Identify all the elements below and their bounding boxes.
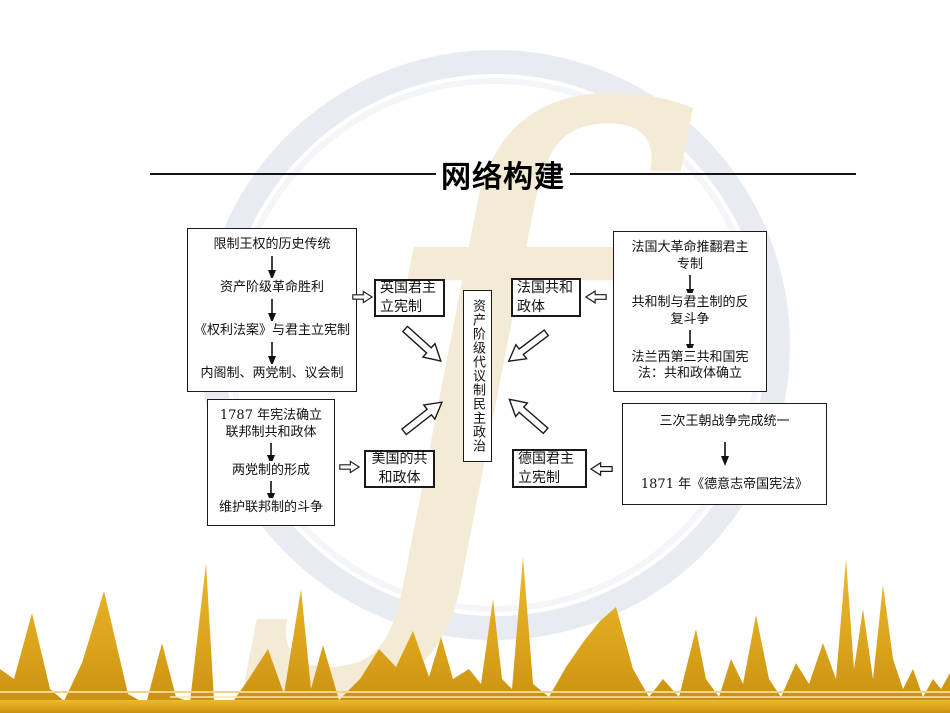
- gold-mountains-decoration: [0, 557, 950, 713]
- title-rule-right: [570, 172, 856, 176]
- down-arrow-icon: [268, 341, 276, 365]
- uk-step-2: 资产阶级革命胜利: [219, 280, 324, 296]
- title-row: 网络构建: [150, 152, 856, 196]
- usa-step-3: 维护联邦制的斗争: [218, 500, 323, 516]
- germany-label-box: 德国君主立宪制: [512, 449, 587, 488]
- uk-label-box: 英国君主立宪制: [374, 279, 445, 317]
- germany-step-2: 1871 年《德意志帝国宪法》: [640, 477, 809, 493]
- france-step-2: 共和制与君主制的反复斗争: [631, 294, 749, 327]
- uk-step-4: 内阁制、两党制、议会制: [200, 366, 344, 382]
- usa-steps-box: 1787 年宪法确立联邦制共和政体 两党制的形成 维护联邦制的斗争: [207, 399, 335, 526]
- germany-steps-box: 三次王朝战争完成统一 1871 年《德意志帝国宪法》: [622, 403, 827, 505]
- diagonal-arrow-germany-to-center-icon: [508, 398, 549, 435]
- france-steps-box: 法国大革命推翻君主专制 共和制与君主制的反复斗争 法兰西第三共和国宪法：共和政体…: [613, 231, 767, 392]
- left-arrow-france-icon: [585, 289, 607, 305]
- uk-step-3: 《权利法案》与君主立宪制: [193, 323, 350, 339]
- uk-step-1: 限制王权的历史传统: [213, 237, 331, 252]
- usa-step-2: 两党制的形成: [231, 462, 310, 478]
- down-arrow-icon: [686, 330, 694, 348]
- diagonal-arrow-usa-to-center-icon: [400, 401, 444, 436]
- title-rule-left: [150, 172, 436, 176]
- france-step-3: 法兰西第三共和国宪法：共和政体确立: [631, 349, 749, 382]
- page-title: 网络构建: [441, 160, 565, 195]
- down-arrow-icon: [267, 443, 275, 461]
- right-arrow-uk-icon: [352, 290, 373, 304]
- down-arrow-icon: [268, 298, 276, 322]
- france-label-box: 法国共和政体: [511, 278, 581, 317]
- left-arrow-germany-icon: [590, 461, 613, 477]
- germany-step-1: 三次王朝战争完成统一: [659, 414, 790, 429]
- usa-step-1: 1787 年宪法确立联邦制共和政体: [219, 408, 323, 440]
- down-arrow-icon: [686, 275, 694, 293]
- down-arrow-icon: [268, 255, 276, 279]
- center-theme-box: 资产阶级代议制民主政治: [463, 290, 492, 462]
- usa-label-box: 美国的共和政体: [364, 450, 435, 488]
- diagonal-arrow-uk-to-center-icon: [401, 325, 442, 363]
- down-arrow-icon: [720, 442, 729, 466]
- right-arrow-usa-icon: [339, 460, 360, 474]
- down-arrow-icon: [267, 481, 275, 499]
- diagonal-arrow-france-to-center-icon: [507, 329, 550, 362]
- uk-steps-box: 限制王权的历史传统 资产阶级革命胜利 《权利法案》与君主立宪制 内阁制、两党制、…: [187, 228, 357, 392]
- france-step-1: 法国大革命推翻君主专制: [631, 240, 749, 272]
